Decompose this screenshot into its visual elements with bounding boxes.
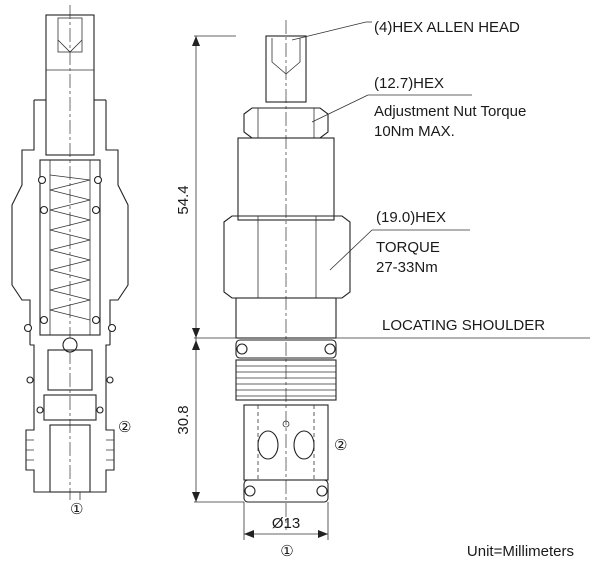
adjustment-nut-hex-label: (12.7)HEX (374, 75, 444, 92)
section-port-1-label: ① (70, 501, 83, 518)
locating-shoulder-label: LOCATING SHOULDER (382, 317, 545, 334)
adjustment-nut-torque-label: Adjustment Nut Torque (374, 103, 526, 120)
nose-diameter-value: Ø13 (272, 515, 300, 532)
dimension-lower-length (192, 338, 244, 503)
side-port-1-label: ① (280, 543, 293, 560)
hex-allen-head-label: (4)HEX ALLEN HEAD (374, 19, 520, 36)
upper-length-value: 54.4 (175, 185, 192, 214)
side-port-2-label: ② (334, 437, 347, 454)
dimension-upper-length (192, 35, 236, 339)
section-port-2-label: ② (118, 419, 131, 436)
body-torque-value-label: 27-33Nm (376, 259, 438, 276)
body-torque-label: TORQUE (376, 239, 440, 256)
exterior-view (223, 20, 351, 530)
lower-length-value: 30.8 (175, 405, 192, 434)
leaders (291, 21, 590, 339)
units-label: Unit=Millimeters (467, 543, 574, 560)
section-view (11, 5, 129, 500)
adjustment-nut-max-label: 10Nm MAX. (374, 123, 455, 140)
dimension-nose-diameter (243, 502, 329, 540)
body-hex-label: (19.0)HEX (376, 209, 446, 226)
